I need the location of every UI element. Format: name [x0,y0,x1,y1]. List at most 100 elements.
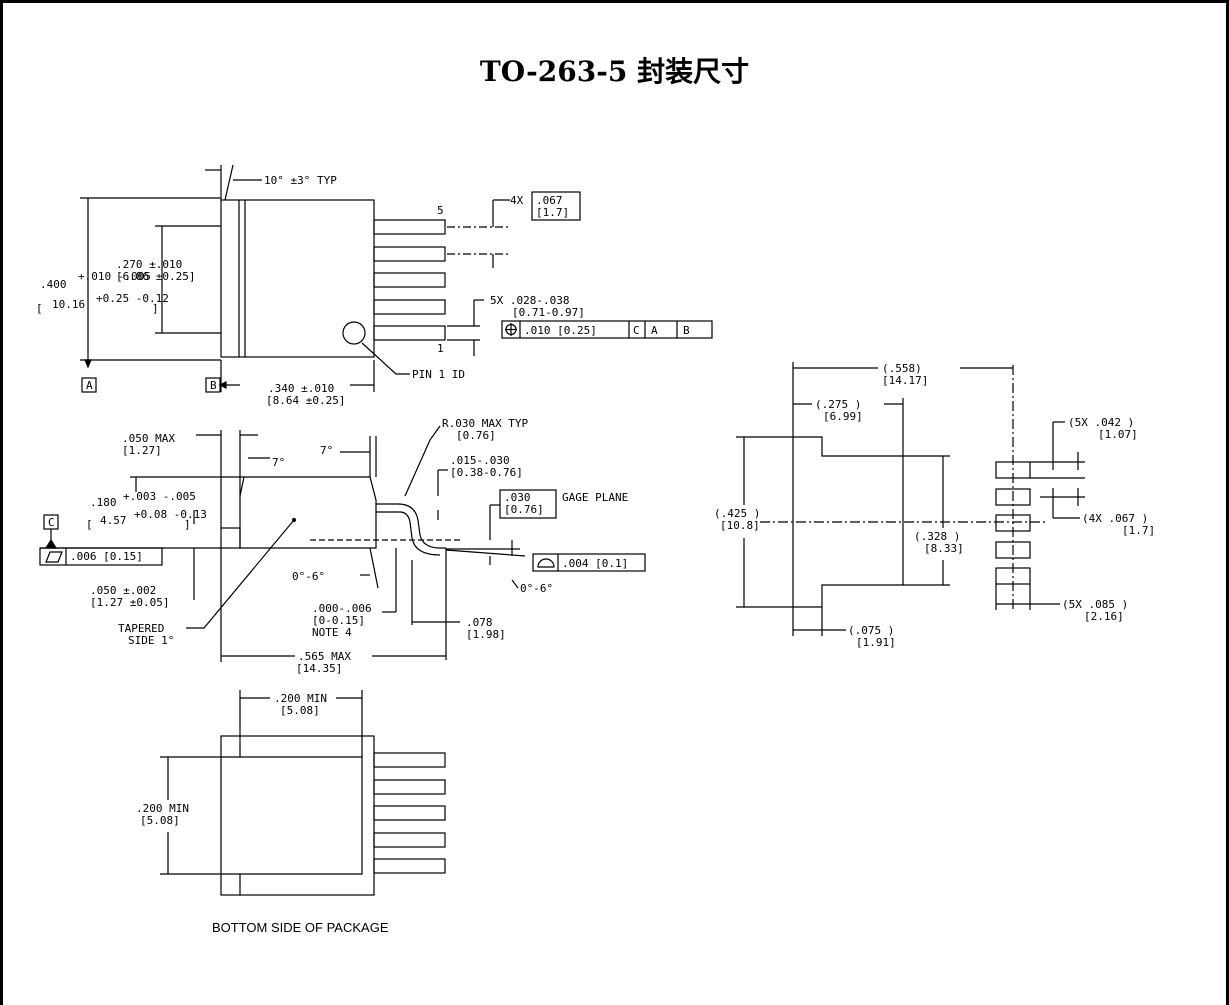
pin1-id-circle [342,321,366,345]
land-inner-in: (.328 ) [914,530,960,543]
land-gap-in: (.075 ) [848,624,894,637]
foot-angle: 0°-6° [520,582,553,595]
land-tab-w-in: (.275 ) [815,398,861,411]
body-w-in: .340 ±.010 [268,382,334,395]
land-pad-h-mm: [1.07] [1098,428,1138,441]
body-w-mm: [8.64 ±0.25] [266,394,345,407]
clearance-in: .000-.006 [312,602,372,615]
length-in: .565 MAX [298,650,351,663]
angle-7-left: 7° [272,456,285,469]
bottom-body-outline [220,735,375,896]
side-height-mm-tol: +0.08 -0.13 [134,508,207,521]
land-pad-w-in: (5X .085 ) [1062,598,1128,611]
gage-basic-box [499,489,557,519]
lead-5 [373,219,446,235]
radius-in: R.030 MAX TYP [442,417,528,430]
foot-in: .078 [466,616,493,629]
tab-mm: [1.27] [122,444,162,457]
body-h-mm: [6.86 ±0.25] [116,270,195,283]
profile-frame [532,553,646,572]
side-height-in-tol: +.003 -.005 [123,490,196,503]
package-body-outline [220,199,375,358]
land-pad-h-in: (5X .042 ) [1068,416,1134,429]
bottom-w-in: .200 MIN [274,692,327,705]
bottom-h-mm: [5.08] [140,814,180,827]
datum-a-label: A [86,379,93,392]
note-4: NOTE 4 [312,626,352,639]
land-pattern-text: (.558) [14.17] (.275 ) [6.99] (5X .042 )… [714,362,1155,649]
land-pitch-mm: [1.7] [1122,524,1155,537]
position-tolerance-frame [501,320,713,339]
foot-mm: [1.98] [466,628,506,641]
flatness-frame [39,547,163,566]
body-angle: 0°-6° [292,570,325,583]
pin5-label: 5 [437,204,444,217]
land-pad-w-mm: [2.16] [1084,610,1124,623]
bottom-lead-5 [373,752,446,768]
pin1-id-label: PIN 1 ID [412,368,465,381]
height-in-tol: +.010 -.005 [78,270,151,283]
land-height-mm: [10.8] [720,519,760,532]
body-h-in: .270 ±.010 [116,258,182,271]
angle-7-right: 7° [320,444,333,457]
land-total-in: (.558) [882,362,922,375]
pitch-basic-box [531,191,581,221]
svg-text:[: [ [36,302,43,315]
lead-4 [373,246,446,262]
height-mm: 10.16 [52,298,85,311]
datum-c-label: C [48,516,55,529]
flatness-value: .006 [0.15] [70,550,143,563]
pitch-in: .067 [536,194,563,207]
clearance-mm: [0-0.15] [312,614,365,627]
pin1-label: 1 [437,342,444,355]
standoff-in: .050 ±.002 [90,584,156,597]
bottom-lead-3 [373,805,446,821]
tab-in: .050 MAX [122,432,175,445]
bottom-w-mm: [5.08] [280,704,320,717]
land-pattern [736,362,1085,636]
lead-bend [397,503,446,549]
bottom-h-in: .200 MIN [136,802,189,815]
land-gap-mm: [1.91] [856,636,896,649]
lead-3 [373,272,446,288]
standoff-mm: [1.27 ±0.05] [90,596,169,609]
profile-icon [537,558,555,568]
page-title: TO-263-5 封装尺寸 [479,55,750,88]
height-in: .400 [40,278,67,291]
datum-a-box [81,377,97,393]
flatness-icon [45,551,63,563]
position-datum-a: A [651,324,658,337]
land-pitch-in: (4X .067 ) [1082,512,1148,525]
land-inner-mm: [8.33] [924,542,964,555]
profile-value: .004 [0.1] [562,557,628,570]
svg-text:]: ] [184,518,191,531]
top-view-text: 10° ±3° TYP 5 4X .067 [1.7] .400 +.010 -… [36,174,690,407]
pitch-mm: [1.7] [536,206,569,219]
lead-2 [373,299,446,315]
lead-width-mm: [0.71-0.97] [512,306,585,319]
side-view [39,425,646,662]
bottom-exposed-pad [239,736,363,895]
bottom-lead-4 [373,779,446,795]
radius-mm: [0.76] [456,429,496,442]
height-mm-tol: +0.25 -0.12 [96,292,169,305]
position-tol-value: .010 [0.25] [524,324,597,337]
pitch-qty: 4X [510,194,524,207]
bottom-view [160,690,446,896]
gage-in: .030 [504,491,531,504]
gage-mm: [0.76] [504,503,544,516]
bottom-lead-2 [373,832,446,848]
side-view-text: .050 MAX [1.27] 7° 7° R.030 MAX TYP [0.7… [48,417,628,675]
side-body-outline [239,476,377,549]
bottom-lead-1 [373,858,446,874]
side-height-mm: 4.57 [100,514,127,527]
datum-b-label: B [210,379,217,392]
taper-side-label: SIDE 1° [128,634,174,647]
gage-plane-label: GAGE PLANE [562,491,628,504]
side-height-in: .180 [90,496,117,509]
lead-1 [373,325,446,341]
lead-width-in: 5X .028-.038 [490,294,569,307]
lead-thick-mm: [0.38-0.76] [450,466,523,479]
